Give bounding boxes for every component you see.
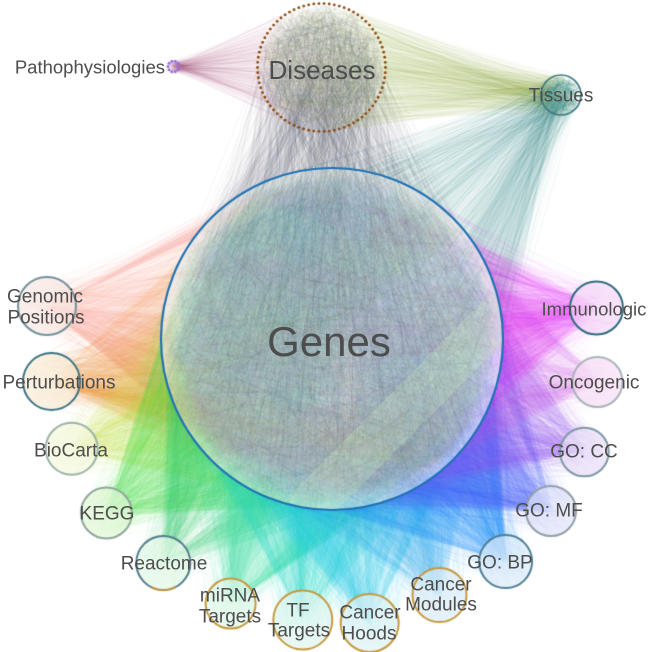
svg-text:GO: BP: GO: BP — [467, 553, 532, 574]
svg-text:KEGG: KEGG — [80, 504, 135, 525]
svg-text:BioCarta: BioCarta — [34, 441, 108, 462]
svg-text:Pathophysiologies: Pathophysiologies — [15, 57, 165, 78]
svg-text:TF: TF — [286, 601, 309, 622]
svg-text:GO: CC: GO: CC — [550, 442, 618, 463]
svg-text:Immunologic: Immunologic — [542, 299, 647, 320]
svg-text:miRNA: miRNA — [200, 586, 260, 607]
svg-text:Genes: Genes — [267, 318, 391, 365]
svg-text:Oncogenic: Oncogenic — [549, 373, 640, 394]
svg-text:Hoods: Hoods — [342, 624, 397, 645]
svg-text:Perturbations: Perturbations — [2, 373, 115, 394]
svg-text:GO: MF: GO: MF — [515, 501, 583, 522]
svg-text:Modules: Modules — [405, 595, 477, 616]
svg-text:Cancer: Cancer — [339, 603, 401, 624]
svg-text:Targets: Targets — [199, 607, 261, 628]
svg-text:Tissues: Tissues — [529, 86, 594, 107]
svg-text:Diseases: Diseases — [269, 55, 376, 85]
svg-text:Targets: Targets — [268, 621, 330, 642]
svg-text:Positions: Positions — [7, 308, 84, 329]
svg-text:Genomic: Genomic — [7, 287, 83, 308]
svg-text:Reactome: Reactome — [121, 554, 208, 575]
svg-text:Cancer: Cancer — [410, 575, 472, 596]
